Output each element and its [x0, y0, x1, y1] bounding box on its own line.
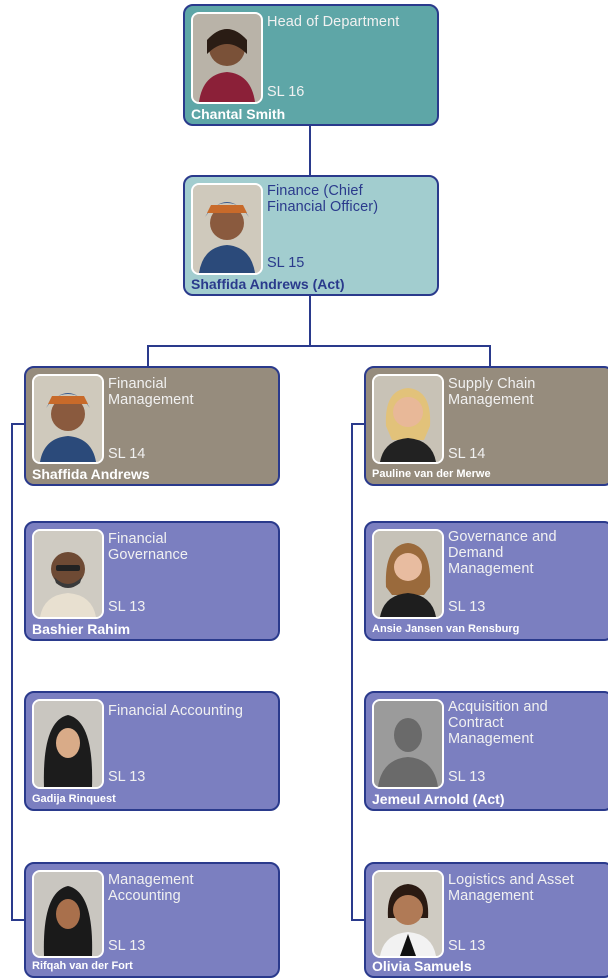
role-title: Management Accounting: [108, 872, 194, 904]
role-title: Head of Department: [267, 14, 400, 30]
financial-governance-card[interactable]: Financial Governance SL 13 Bashier Rahim: [24, 521, 280, 641]
salary-level: SL 13: [108, 938, 146, 954]
salary-level: SL 14: [448, 446, 486, 462]
management-accounting-card[interactable]: Management Accounting SL 13 Rifqah van d…: [24, 862, 280, 978]
portrait-rifqah-van-der-fort: [32, 870, 104, 958]
portrait-shaffida-andrews: [32, 374, 104, 464]
logistics-asset-management-card[interactable]: Logistics and Asset Management SL 13 Oli…: [364, 862, 608, 978]
person-name: Gadija Rinquest: [32, 793, 116, 805]
role-title: Finance (Chief Financial Officer): [267, 183, 379, 215]
salary-level: SL 13: [108, 599, 146, 615]
person-name: Pauline van der Merwe: [372, 468, 491, 480]
portrait-chantal-smith: [191, 12, 263, 104]
cfo-card[interactable]: Finance (Chief Financial Officer) SL 15 …: [183, 175, 439, 296]
financial-management-card[interactable]: Financial Management SL 14 Shaffida Andr…: [24, 366, 280, 486]
role-title: Governance and Demand Management: [448, 529, 557, 577]
portrait-shaffida-andrews-act: [191, 183, 263, 275]
branch-connector: [147, 345, 491, 367]
role-title: Logistics and Asset Management: [448, 872, 575, 904]
right-bracket-connector: [351, 423, 366, 921]
person-name: Jemeul Arnold (Act): [372, 791, 505, 807]
acquisition-contract-management-card[interactable]: Acquisition and Contract Management SL 1…: [364, 691, 608, 811]
portrait-ansie-jansen-van-rensburg: [372, 529, 444, 619]
role-title: Financial Management: [108, 376, 194, 408]
portrait-gadija-rinquest: [32, 699, 104, 789]
portrait-olivia-samuels: [372, 870, 444, 958]
placeholder-avatar-icon: [372, 699, 444, 789]
role-title: Financial Accounting: [108, 703, 243, 719]
person-name: Bashier Rahim: [32, 621, 131, 637]
salary-level: SL 13: [448, 938, 486, 954]
portrait-bashier-rahim: [32, 529, 104, 619]
role-title: Supply Chain Management: [448, 376, 536, 408]
salary-level: SL 13: [448, 599, 486, 615]
person-name: Shaffida Andrews (Act): [191, 276, 345, 292]
salary-level: SL 13: [448, 769, 486, 785]
salary-level: SL 15: [267, 255, 305, 271]
salary-level: SL 16: [267, 84, 305, 100]
salary-level: SL 14: [108, 446, 146, 462]
governance-demand-management-card[interactable]: Governance and Demand Management SL 13 A…: [364, 521, 608, 641]
head-of-department-card[interactable]: Head of Department SL 16 Chantal Smith: [183, 4, 439, 126]
left-bracket-connector: [11, 423, 32, 921]
salary-level: SL 13: [108, 769, 146, 785]
person-name: Rifqah van der Fort: [32, 960, 133, 972]
role-title: Financial Governance: [108, 531, 188, 563]
person-name: Chantal Smith: [191, 106, 286, 122]
financial-accounting-card[interactable]: Financial Accounting SL 13 Gadija Rinque…: [24, 691, 280, 811]
portrait-pauline-van-der-merwe: [372, 374, 444, 464]
person-name: Olivia Samuels: [372, 958, 472, 974]
person-name: Ansie Jansen van Rensburg: [372, 623, 520, 635]
role-title: Acquisition and Contract Management: [448, 699, 548, 747]
person-name: Shaffida Andrews: [32, 466, 150, 482]
supply-chain-management-card[interactable]: Supply Chain Management SL 14 Pauline va…: [364, 366, 608, 486]
